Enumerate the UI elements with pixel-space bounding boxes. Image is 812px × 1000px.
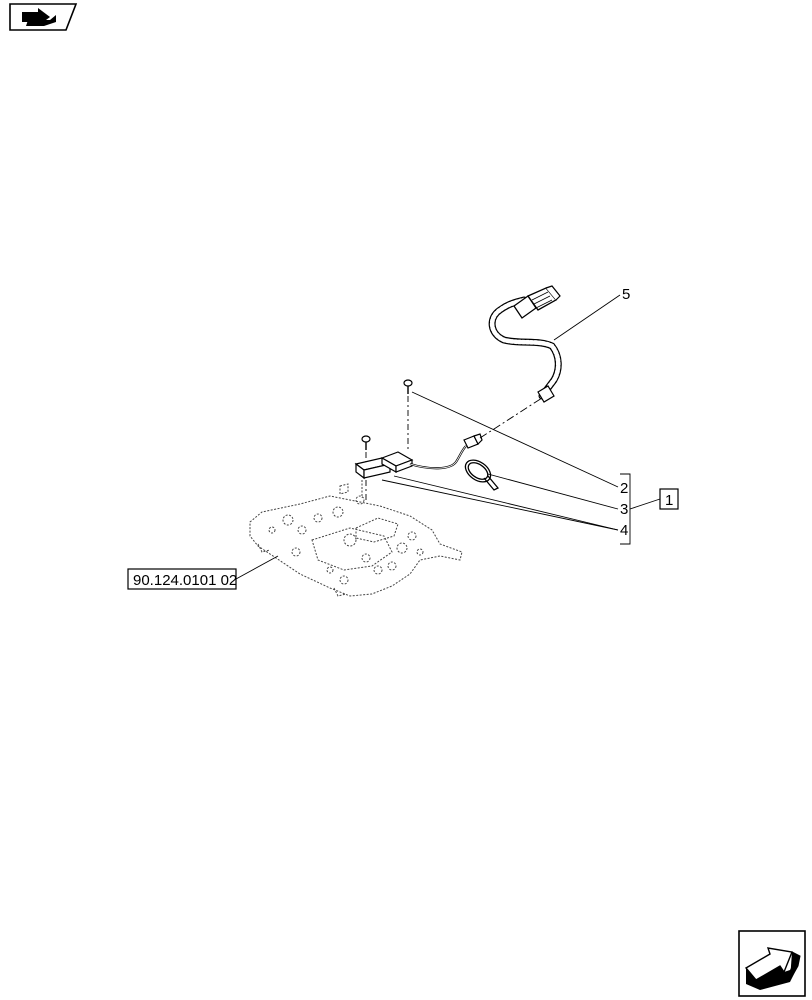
leader-lines bbox=[235, 294, 661, 580]
mounting-plate bbox=[249, 480, 463, 597]
callout-1: 1 bbox=[665, 492, 673, 509]
screw-upper bbox=[403, 379, 413, 452]
prev-page-arrow-icon[interactable] bbox=[9, 3, 78, 31]
cross-reference[interactable]: 90.124.0101 02 bbox=[127, 568, 237, 590]
sensor-assembly bbox=[380, 433, 483, 474]
assembly-callout-box: 1 bbox=[659, 488, 679, 510]
callout-3: 3 bbox=[620, 501, 628, 518]
callout-4: 4 bbox=[620, 522, 628, 539]
callout-2: 2 bbox=[620, 480, 628, 497]
wiring-harness bbox=[488, 285, 562, 403]
cross-reference-label: 90.124.0101 02 bbox=[133, 572, 237, 589]
cable-tie bbox=[464, 459, 500, 491]
next-page-arrow-icon[interactable] bbox=[738, 930, 806, 997]
connection-guide-line bbox=[479, 397, 543, 439]
callout-5: 5 bbox=[622, 286, 630, 303]
